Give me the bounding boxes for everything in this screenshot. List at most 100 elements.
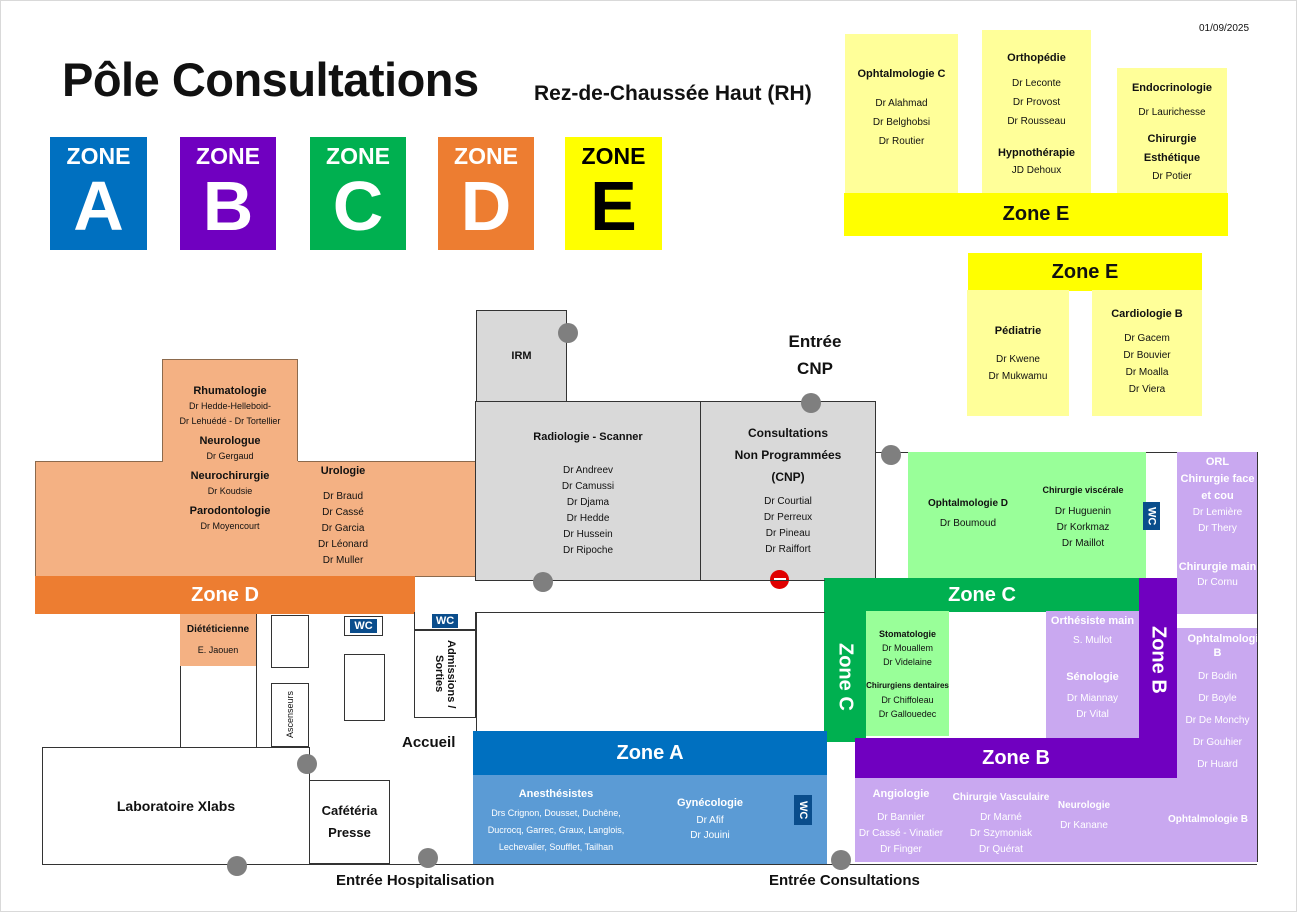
- doctor: Dr Bouvier: [1123, 350, 1171, 361]
- room-orthesiste: Orthésiste main S. Mullot Sénologie Dr M…: [1046, 611, 1139, 738]
- room-ophtalmo-c: Ophtalmologie C Dr Alahmad Dr Belghobsi …: [845, 34, 958, 194]
- zone-key-letter: C: [332, 166, 384, 245]
- zone-a-bar: Zone A: [473, 731, 827, 775]
- door-marker: [227, 856, 247, 876]
- building-outline: [180, 666, 181, 747]
- zone-label: Zone B: [982, 746, 1050, 769]
- zone-label: Zone C: [834, 642, 857, 711]
- zone-d-bar: Zone D: [35, 576, 415, 614]
- room-dieteticienne: Diététicienne E. Jaouen: [180, 614, 256, 666]
- doctor: Dr Gacem: [1124, 333, 1170, 344]
- doctor: Dr Marné: [980, 812, 1022, 823]
- room-title: Diététicienne: [186, 624, 250, 635]
- doctor: Dr Provost: [1012, 97, 1061, 108]
- doctor-line: Ducrocq, Garrec, Graux, Langlois,: [487, 825, 625, 835]
- doctor: Dr Laurichesse: [1138, 107, 1206, 118]
- doctor: Dr Quérat: [979, 844, 1023, 855]
- doctor: Dr De Monchy: [1185, 715, 1250, 726]
- zone-label: Zone D: [191, 583, 259, 606]
- room-rhumatologie: Rhumatologie Dr Hedde-Helleboid- Dr Lehu…: [162, 383, 298, 563]
- date-label: 01/09/2025: [1199, 23, 1250, 34]
- room-title: Angiologie: [872, 788, 930, 800]
- doctor: Dr Léonard: [317, 539, 369, 550]
- doctor: Dr Boyle: [1198, 693, 1237, 704]
- zone-key-letter: A: [73, 166, 124, 245]
- room-cardiologie-b: Cardiologie B Dr Gacem Dr Bouvier Dr Moa…: [1092, 290, 1202, 416]
- wc-label: WC: [1143, 502, 1160, 530]
- zone-d-block-join-left: [35, 461, 163, 462]
- doctor: Dr Belghobsi: [872, 117, 931, 128]
- doctor: Dr Moyencourt: [200, 521, 260, 531]
- room-title: Chirurgie main: [1178, 561, 1257, 573]
- room-anesthesistes: Anesthésistes Drs Crignon, Dousset, Duch…: [476, 786, 636, 856]
- zone-c-side: Zone C: [824, 611, 866, 742]
- corridor-line: [476, 613, 477, 731]
- doctor: Dr Hedde-Helleboid-: [188, 401, 272, 411]
- zone-d-block-main: [35, 461, 476, 577]
- doctor: Dr Korkmaz: [1056, 522, 1110, 533]
- zone-key-word: ZONE: [581, 142, 646, 169]
- room-title: Pédiatrie: [994, 325, 1042, 337]
- room-neurologie: Neurologie Dr Kanane: [1054, 798, 1114, 834]
- doctor: Dr Videlaine: [883, 656, 932, 667]
- room-title: Endocrinologie: [1131, 82, 1213, 94]
- door-marker: [831, 850, 851, 870]
- room-ophtalmo-b-bottom: Ophtalmologie B: [1160, 812, 1256, 828]
- room-title: Chirurgiens dentaires: [866, 680, 949, 690]
- zone-key-d: ZONE D: [438, 137, 534, 250]
- doctor: Dr Gergaud: [206, 451, 254, 461]
- room-orl: ORL Chirurgie face et cou Dr Lemière Dr …: [1177, 452, 1258, 614]
- zone-key-word: ZONE: [196, 142, 260, 169]
- wc-box: WC: [414, 612, 476, 630]
- room-label: IRM: [511, 350, 532, 362]
- doctor: Dr Rousseau: [1007, 116, 1066, 127]
- doctor: Dr Cassé: [322, 507, 364, 518]
- door-marker: [533, 572, 553, 592]
- doctor: Dr Andreev: [562, 465, 614, 476]
- doctor: Dr Mukwamu: [988, 371, 1048, 382]
- doctor: Dr Cornu: [1197, 577, 1238, 588]
- door-marker: [881, 445, 901, 465]
- room-radiologie: Radiologie - Scanner Dr Andreev Dr Camus…: [475, 401, 701, 581]
- door-marker: [297, 754, 317, 774]
- room-title: Gynécologie: [676, 797, 744, 809]
- wc-label: WC: [794, 795, 812, 825]
- room-ascenseurs: [271, 683, 309, 747]
- doctor: S. Mullot: [1073, 635, 1112, 646]
- doctor: Dr Moalla: [1125, 367, 1169, 378]
- room-title: Cardiologie B: [1111, 308, 1183, 320]
- doctor: Dr Finger: [880, 844, 922, 855]
- zone-key-b: ZONE B: [180, 137, 276, 250]
- zone-d-block-upper: [162, 359, 298, 463]
- room-title: et cou: [1201, 490, 1234, 502]
- zone-key-word: ZONE: [66, 142, 131, 169]
- doctor: Dr Raiffort: [765, 544, 811, 555]
- doctor: Dr Pineau: [765, 528, 811, 539]
- doctor: Dr Bodin: [1198, 671, 1237, 682]
- room-chir-vasc: Chirurgie Vasculaire Dr Marné Dr Szymoni…: [948, 790, 1054, 858]
- room-title: Consultations: [748, 426, 828, 440]
- corridor-line: [415, 612, 825, 613]
- zone-a-area: [473, 775, 827, 864]
- doctor: Dr Szymoniak: [969, 828, 1033, 839]
- corridor-line: [1257, 452, 1258, 862]
- room-cafeteria: Cafétéria Presse: [309, 780, 390, 864]
- zone-e-bar-top: Zone E: [844, 193, 1228, 236]
- building-outline: [42, 864, 1257, 865]
- wc-label: WC: [350, 619, 377, 633]
- room-small: [271, 615, 309, 668]
- room-title: ORL: [1205, 456, 1230, 468]
- door-marker: [801, 393, 821, 413]
- doctor: Dr Miannay: [1066, 693, 1119, 704]
- zone-e-bar-second: Zone E: [968, 253, 1202, 291]
- room-small: [344, 654, 385, 721]
- doctor-line: Lechevalier, Soufflet, Tailhan: [498, 842, 614, 852]
- doctor: Dr Alahmad: [875, 98, 928, 109]
- doctor: Dr Vital: [1076, 709, 1109, 720]
- room-title: (CNP): [771, 470, 805, 484]
- room-pediatrie: Pédiatrie Dr Kwene Dr Mukwamu: [967, 290, 1069, 416]
- doctor: Dr Lemière: [1192, 507, 1243, 518]
- doctor: Dr Hussein: [563, 529, 613, 540]
- corridor-line: [1146, 452, 1177, 453]
- zone-d-block-join: [298, 461, 476, 462]
